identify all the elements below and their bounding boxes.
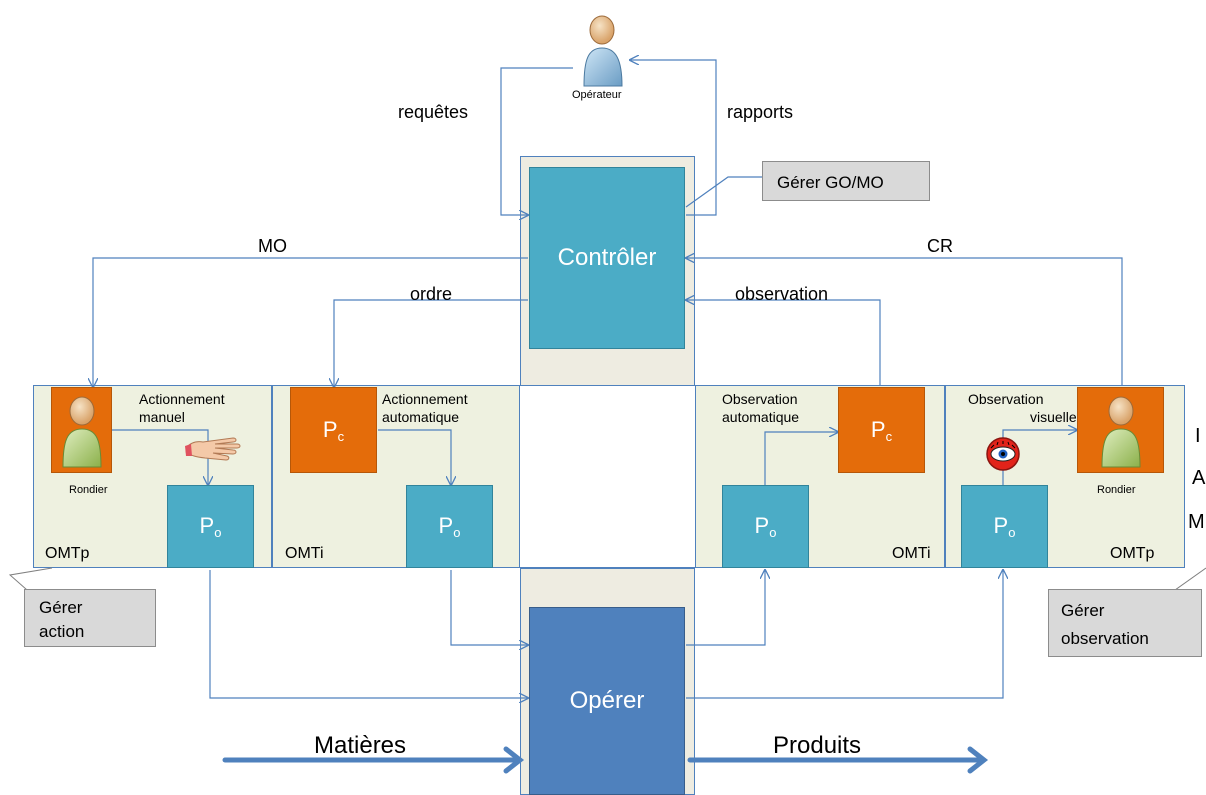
po2-to-operer-line xyxy=(450,570,528,645)
mo-label: MO xyxy=(258,236,287,256)
panel2-caption-line1: Actionnement xyxy=(382,391,468,407)
cr-label: CR xyxy=(927,236,953,256)
rondier-right-user-icon xyxy=(1100,396,1141,468)
observation-line xyxy=(686,300,881,385)
requetes-line xyxy=(500,67,573,215)
operer-to-po4-line xyxy=(686,570,1003,699)
cutoff-letter-i: I xyxy=(1195,425,1201,447)
rondier-right-label: Rondier xyxy=(1097,484,1136,496)
rondier-left-label: Rondier xyxy=(69,484,108,496)
eye-icon xyxy=(985,436,1021,472)
pc-box-right: Pc xyxy=(838,387,925,473)
observation-label: observation xyxy=(735,284,829,304)
panel2-caption-line2: automatique xyxy=(382,409,460,425)
controler-box: Contrôler xyxy=(529,167,685,349)
hand-icon xyxy=(183,432,243,462)
po-box-2: Po xyxy=(406,485,493,568)
po-box-1: Po xyxy=(167,485,254,568)
panel1-tag: OMTp xyxy=(45,545,90,562)
rondier-left-box xyxy=(51,387,112,473)
po-box-3: Po xyxy=(722,485,809,568)
pc-box-left: Pc xyxy=(290,387,377,473)
panel3-caption-line2: automatique xyxy=(722,409,800,425)
operateur-user-icon xyxy=(578,10,628,94)
operer-box: Opérer xyxy=(529,607,685,795)
manual-action-line xyxy=(112,429,208,485)
operateur-label: Opérateur xyxy=(572,89,622,101)
panel2-tag: OMTi xyxy=(285,545,324,562)
po1-to-operer-line xyxy=(209,570,528,698)
produits-label: Produits xyxy=(773,732,862,759)
panel4-tag: OMTp xyxy=(1110,545,1155,562)
panel4-caption-line2: visuelle xyxy=(1030,409,1077,425)
mo-line xyxy=(93,257,528,387)
controler-label: Contrôler xyxy=(557,244,657,271)
operer-to-po3-line xyxy=(686,570,765,646)
auto-action-line xyxy=(378,429,451,485)
rapports-line xyxy=(630,60,717,216)
cr-line xyxy=(686,258,1123,385)
matieres-label: Matières xyxy=(314,732,407,759)
cutoff-letter-m: M xyxy=(1188,511,1205,533)
center-gap xyxy=(520,385,695,568)
produits-arrowhead xyxy=(967,746,989,774)
panel1-caption-line1: Actionnement xyxy=(139,391,225,407)
gerer-go-mo-note: Gérer GO/MO xyxy=(762,161,930,201)
panel3-caption-line1: Observation xyxy=(722,391,798,407)
rondier-left-user-icon xyxy=(61,396,102,468)
requetes-label: requêtes xyxy=(398,102,469,122)
panel4-caption-line1: Observation xyxy=(968,391,1044,407)
panel1-caption-line2: manuel xyxy=(139,409,185,425)
cutoff-letter-a: A xyxy=(1192,467,1206,489)
ordre-line xyxy=(334,299,528,387)
panel3-tag: OMTi xyxy=(892,545,931,562)
matieres-arrowhead xyxy=(503,746,525,774)
ordre-label: ordre xyxy=(410,284,453,304)
gerer-action-note: Gérer action xyxy=(24,589,156,647)
gerer-observation-note: Gérer observation xyxy=(1048,589,1202,657)
rapports-label: rapports xyxy=(727,102,794,122)
rondier-right-box xyxy=(1077,387,1164,473)
po-box-4: Po xyxy=(961,485,1048,568)
auto-observation-line xyxy=(764,432,838,485)
callout-go-mo-leader xyxy=(685,176,762,208)
operer-label: Opérer xyxy=(569,687,645,714)
